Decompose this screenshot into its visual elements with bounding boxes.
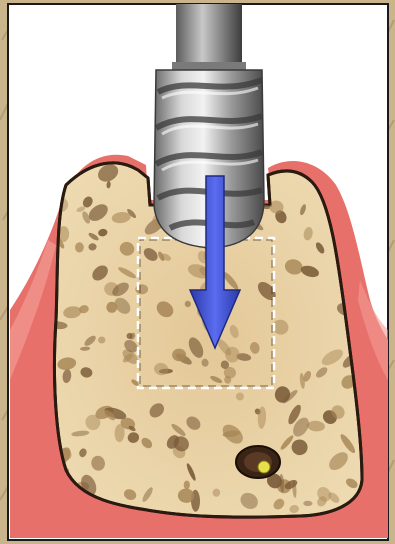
bone-pore: [106, 302, 117, 313]
bone-pore: [172, 349, 186, 362]
nerve-canal-icon: [236, 446, 280, 478]
drill-shank: [176, 4, 242, 70]
